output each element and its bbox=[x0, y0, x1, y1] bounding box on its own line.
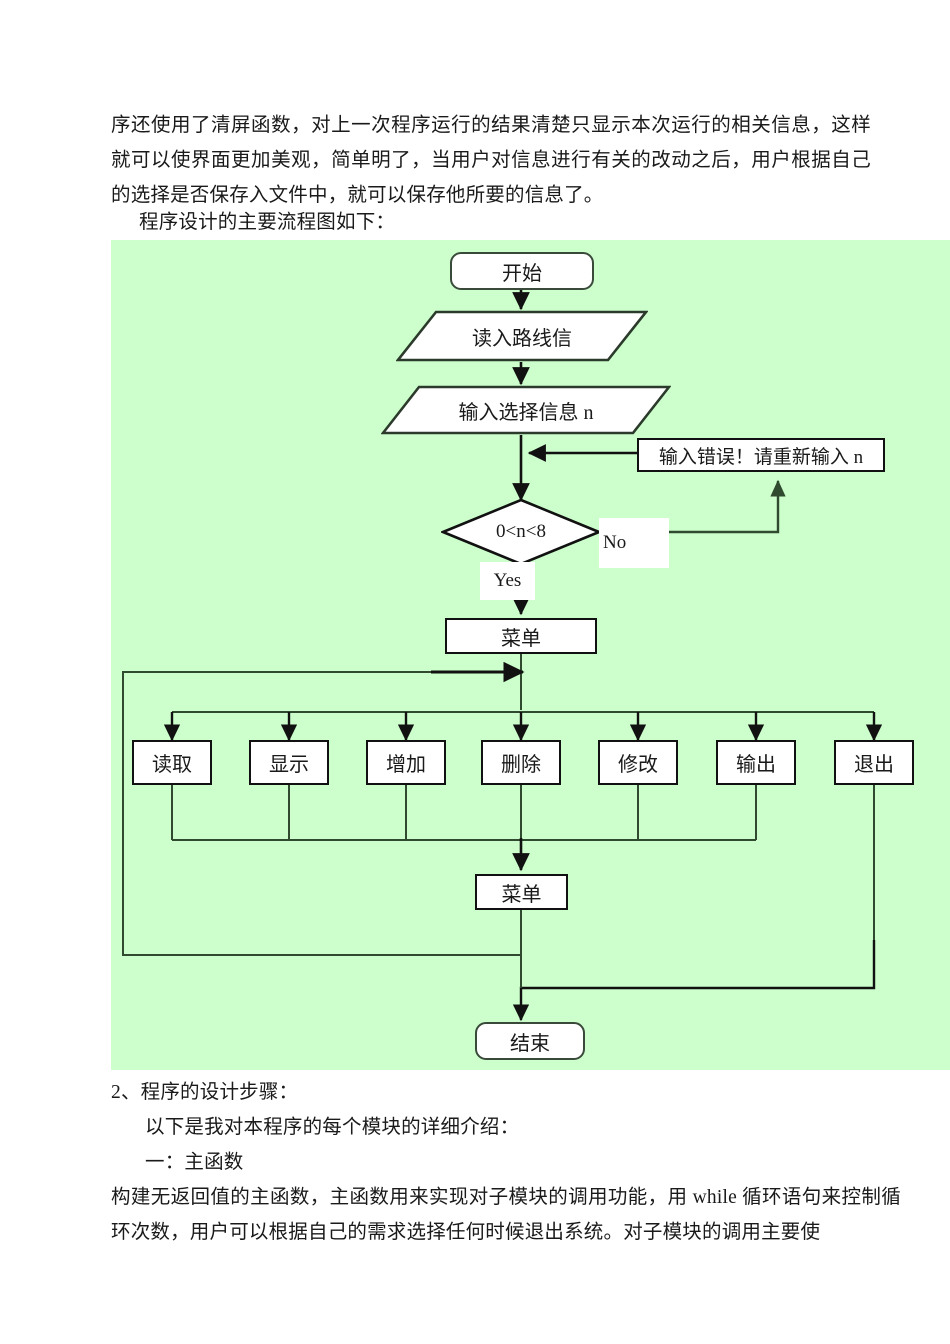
node-end-label: 结束 bbox=[510, 1032, 550, 1055]
node-error-message: 输入错误！请重新输入 n bbox=[637, 438, 885, 472]
action-box-6: 退出 bbox=[834, 740, 914, 785]
action-box-label: 删除 bbox=[501, 754, 541, 776]
paragraph-section-line1: 以下是我对本程序的每个模块的详细介绍： bbox=[145, 1117, 520, 1138]
action-box-1: 显示 bbox=[249, 740, 329, 785]
action-box-4: 修改 bbox=[598, 740, 678, 785]
paragraph-flowchart-caption: 程序设计的主要流程图如下： bbox=[111, 205, 871, 240]
node-start-label: 开始 bbox=[502, 262, 542, 285]
action-box-label: 显示 bbox=[269, 754, 309, 776]
branch-label-no: No bbox=[599, 518, 669, 568]
parallelogram-shape bbox=[381, 385, 671, 435]
action-box-label: 修改 bbox=[618, 754, 658, 776]
paragraph-section-heading: 2、程序的设计步骤： bbox=[111, 1082, 299, 1103]
flowchart-connectors bbox=[122, 290, 883, 1022]
action-box-label: 输出 bbox=[736, 754, 776, 776]
branch-label-yes: Yes bbox=[480, 562, 535, 600]
flowchart-canvas: 开始 读入路线信 输入选择信息 n 输入错误！请重新输入 n 0<n<8 bbox=[111, 240, 950, 1070]
node-end: 结束 bbox=[475, 1022, 585, 1060]
paragraph-section-line3: 构建无返回值的主函数，主函数用来实现对子模块的调用功能，用 while 循环语句… bbox=[111, 1187, 901, 1243]
paragraph-intro: 序还使用了清屏函数，对上一次程序运行的结果清楚只显示本次运行的相关信息，这样就可… bbox=[111, 115, 871, 206]
action-box-label: 增加 bbox=[386, 754, 426, 776]
action-box-3: 删除 bbox=[481, 740, 561, 785]
action-box-0: 读取 bbox=[132, 740, 212, 785]
node-decision: 0<n<8 bbox=[441, 498, 601, 566]
node-input-choice-label: 输入选择信息 n bbox=[458, 401, 594, 424]
action-box-label: 退出 bbox=[854, 754, 894, 776]
paragraph-section-line2: 一：主函数 bbox=[145, 1152, 244, 1173]
node-decision-label: 0<n<8 bbox=[496, 521, 546, 542]
caption-text: 程序设计的主要流程图如下： bbox=[139, 212, 396, 233]
node-start: 开始 bbox=[450, 252, 594, 290]
action-box-2: 增加 bbox=[366, 740, 446, 785]
node-menu-top-label: 菜单 bbox=[501, 627, 541, 650]
action-box-5: 输出 bbox=[716, 740, 796, 785]
node-error-message-label: 输入错误！请重新输入 n bbox=[658, 446, 864, 468]
node-read-route-label: 读入路线信 bbox=[472, 327, 572, 350]
node-menu-bottom: 菜单 bbox=[475, 874, 568, 910]
action-box-label: 读取 bbox=[152, 754, 192, 776]
node-read-route: 读入路线信 bbox=[396, 310, 648, 362]
node-input-choice: 输入选择信息 n bbox=[381, 385, 671, 435]
parallelogram-shape bbox=[396, 310, 648, 362]
node-menu-bottom-label: 菜单 bbox=[501, 883, 542, 906]
node-menu-top: 菜单 bbox=[445, 618, 597, 654]
